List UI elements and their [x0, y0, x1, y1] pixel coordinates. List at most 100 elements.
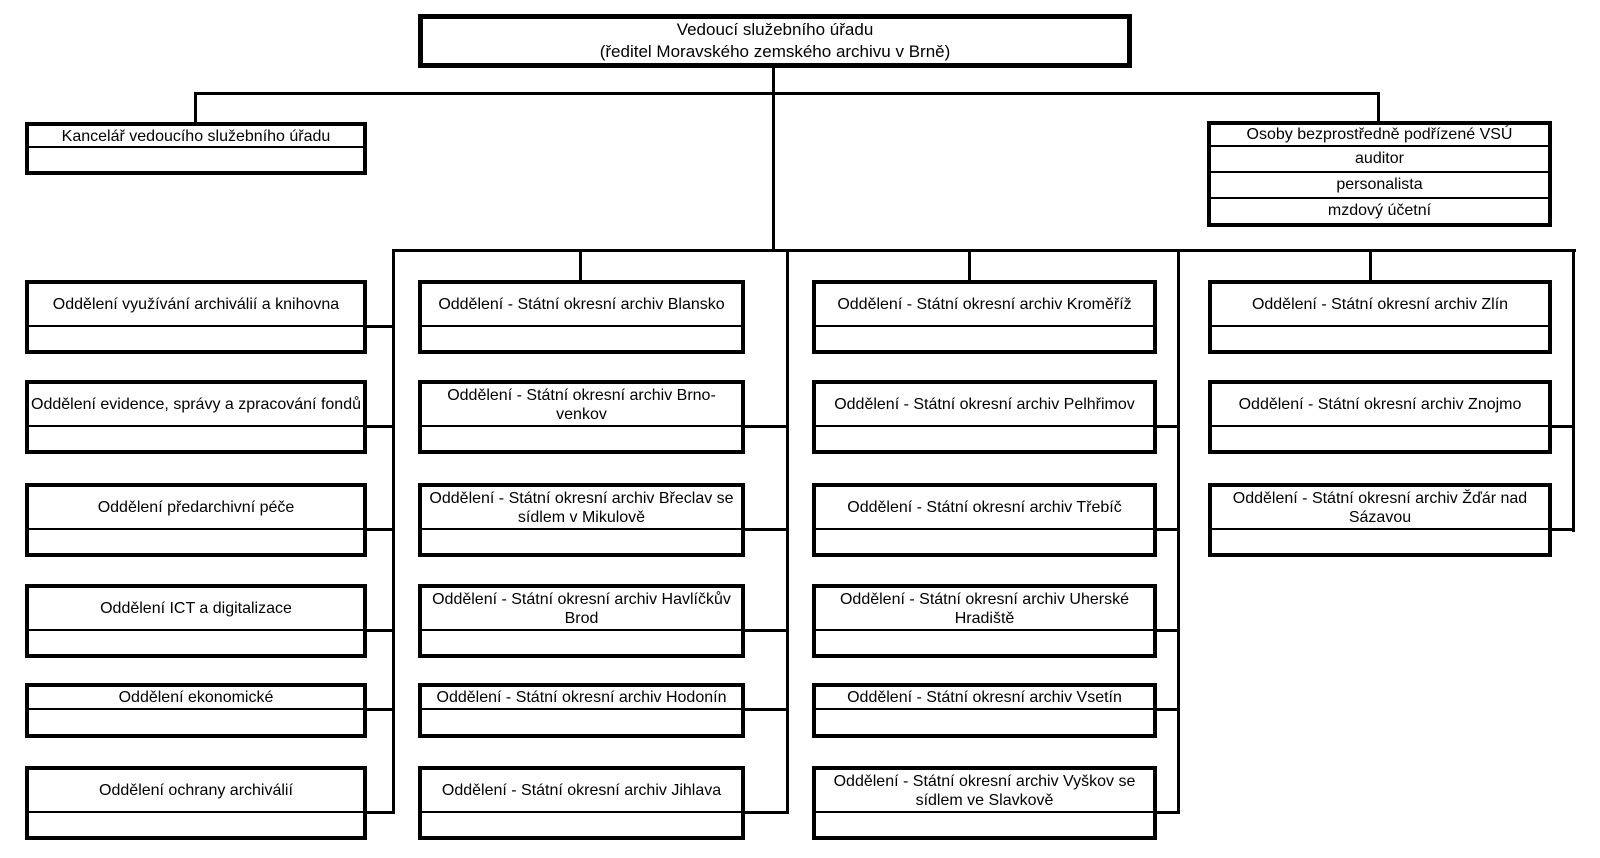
connector-stub	[365, 811, 395, 814]
box-empty-section	[1212, 327, 1548, 350]
box-col1-row3: Oddělení předarchivní péče	[25, 483, 367, 557]
box-col3-row3: Oddělení - Státní okresní archiv Třebíč	[812, 483, 1157, 557]
connector-bus-col2	[786, 249, 789, 814]
box-col3-row1: Oddělení - Státní okresní archiv Kroměří…	[812, 280, 1157, 354]
osoby-row-mzdovy-ucetni: mzdový účetní	[1211, 197, 1548, 223]
box-empty-section	[29, 813, 363, 836]
connector-stub	[1155, 425, 1180, 428]
box-empty-section	[29, 631, 363, 654]
connector-bus-col4	[1572, 249, 1575, 532]
root-box: Vedoucí služebního úřadu (ředitel Moravs…	[418, 14, 1132, 68]
connector-drop-col3	[968, 249, 971, 280]
box-title: Oddělení - Státní okresní archiv Kroměří…	[816, 284, 1153, 327]
connector-stub	[743, 425, 789, 428]
kancelar-box: Kancelář vedoucího služebního úřadu	[25, 122, 367, 175]
connector-bus-col1	[392, 249, 395, 814]
box-col2-row1: Oddělení - Státní okresní archiv Blansko	[418, 280, 745, 354]
box-col4-row2: Oddělení - Státní okresní archiv Znojmo	[1208, 380, 1552, 454]
box-title: Oddělení - Státní okresní archiv Žďár na…	[1212, 487, 1548, 530]
box-col1-row2: Oddělení evidence, správy a zpracování f…	[25, 380, 367, 454]
box-title: Oddělení - Státní okresní archiv Blansko	[422, 284, 741, 327]
box-title: Oddělení - Státní okresní archiv Jihlava	[422, 770, 741, 813]
box-col2-row6: Oddělení - Státní okresní archiv Jihlava	[418, 766, 745, 840]
box-col1-row1: Oddělení využívání archiválií a knihovna	[25, 280, 367, 354]
box-empty-section	[422, 427, 741, 450]
box-title: Oddělení - Státní okresní archiv Hodonín	[422, 687, 741, 710]
box-empty-section	[816, 530, 1153, 553]
connector-stub	[365, 325, 395, 328]
box-col2-row4: Oddělení - Státní okresní archiv Havlíčk…	[418, 584, 745, 658]
osoby-box: Osoby bezprostředně podřízené VSÚ audito…	[1207, 121, 1552, 227]
kancelar-box-title: Kancelář vedoucího služebního úřadu	[29, 126, 363, 148]
connector-bus-col3	[1177, 249, 1180, 814]
box-empty-section	[816, 327, 1153, 350]
connector-drop-col2	[579, 249, 582, 280]
connector-stub	[1550, 528, 1575, 531]
box-empty-section	[816, 813, 1153, 836]
box-col4-row3: Oddělení - Státní okresní archiv Žďár na…	[1208, 483, 1552, 557]
box-title: Oddělení - Státní okresní archiv Brno-ve…	[422, 384, 741, 427]
box-empty-section	[1212, 530, 1548, 553]
box-col1-row5: Oddělení ekonomické	[25, 683, 367, 738]
connector-drop-col4	[1369, 249, 1372, 280]
box-col2-row5: Oddělení - Státní okresní archiv Hodonín	[418, 683, 745, 738]
box-empty-section	[29, 427, 363, 450]
box-title: Oddělení - Státní okresní archiv Třebíč	[816, 487, 1153, 530]
connector-stub	[743, 629, 789, 632]
box-empty-section	[422, 813, 741, 836]
box-col1-row4: Oddělení ICT a digitalizace	[25, 584, 367, 658]
box-empty-section	[29, 710, 363, 734]
box-empty-section	[29, 148, 363, 171]
connector-stub	[1550, 425, 1575, 428]
box-col3-row6: Oddělení - Státní okresní archiv Vyškov …	[812, 766, 1157, 840]
box-empty-section	[422, 710, 741, 734]
connector-drop-osoby	[1377, 92, 1380, 122]
osoby-row-personalista: personalista	[1211, 171, 1548, 197]
connector-stub	[365, 528, 395, 531]
connector-stub	[1155, 708, 1180, 711]
osoby-row-auditor: auditor	[1355, 150, 1404, 167]
box-title: Oddělení - Státní okresní archiv Zlín	[1212, 284, 1548, 327]
connector-top-horizontal	[194, 92, 1380, 95]
connector-stub	[743, 708, 789, 711]
root-box-line1: Vedoucí služebního úřadu	[676, 20, 874, 39]
box-empty-section	[422, 631, 741, 654]
box-col3-row4: Oddělení - Státní okresní archiv Uherské…	[812, 584, 1157, 658]
box-empty-section	[816, 427, 1153, 450]
box-col1-row6: Oddělení ochrany archiválií	[25, 766, 367, 840]
box-empty-section	[422, 530, 741, 553]
box-title: Oddělení - Státní okresní archiv Znojmo	[1212, 384, 1548, 427]
box-col2-row2: Oddělení - Státní okresní archiv Brno-ve…	[418, 380, 745, 454]
connector-mid-horizontal	[392, 249, 1576, 252]
box-title: Oddělení - Státní okresní archiv Havlíčk…	[422, 588, 741, 631]
root-box-line2: (ředitel Moravského zemského archivu v B…	[599, 42, 951, 61]
connector-stub	[1155, 811, 1180, 814]
osoby-box-title: Osoby bezprostředně podřízené VSÚ	[1211, 125, 1548, 147]
box-col3-row5: Oddělení - Státní okresní archiv Vsetín	[812, 683, 1157, 738]
connector-root-drop	[772, 68, 775, 250]
box-title: Oddělení ochrany archiválií	[29, 770, 363, 813]
box-col2-row3: Oddělení - Státní okresní archiv Břeclav…	[418, 483, 745, 557]
box-empty-section	[816, 710, 1153, 734]
connector-stub	[1155, 528, 1180, 531]
box-empty-section	[422, 327, 741, 350]
box-col3-row2: Oddělení - Státní okresní archiv Pelhřim…	[812, 380, 1157, 454]
connector-stub	[743, 528, 789, 531]
box-empty-section	[29, 327, 363, 350]
box-title: Oddělení ICT a digitalizace	[29, 588, 363, 631]
box-title: Oddělení - Státní okresní archiv Vyškov …	[816, 770, 1153, 813]
connector-drop-kancelar	[194, 92, 197, 122]
box-title: Oddělení - Státní okresní archiv Břeclav…	[422, 487, 741, 530]
connector-stub	[1155, 629, 1180, 632]
connector-stub	[365, 629, 395, 632]
box-empty-section	[1212, 427, 1548, 450]
box-title: Oddělení ekonomické	[29, 687, 363, 710]
connector-stub	[365, 425, 395, 428]
connector-stub	[743, 811, 789, 814]
box-empty-section	[816, 631, 1153, 654]
box-title: Oddělení - Státní okresní archiv Uherské…	[816, 588, 1153, 631]
box-title: Oddělení předarchivní péče	[29, 487, 363, 530]
box-title: Oddělení - Státní okresní archiv Vsetín	[816, 687, 1153, 710]
box-title: Oddělení - Státní okresní archiv Pelhřim…	[816, 384, 1153, 427]
